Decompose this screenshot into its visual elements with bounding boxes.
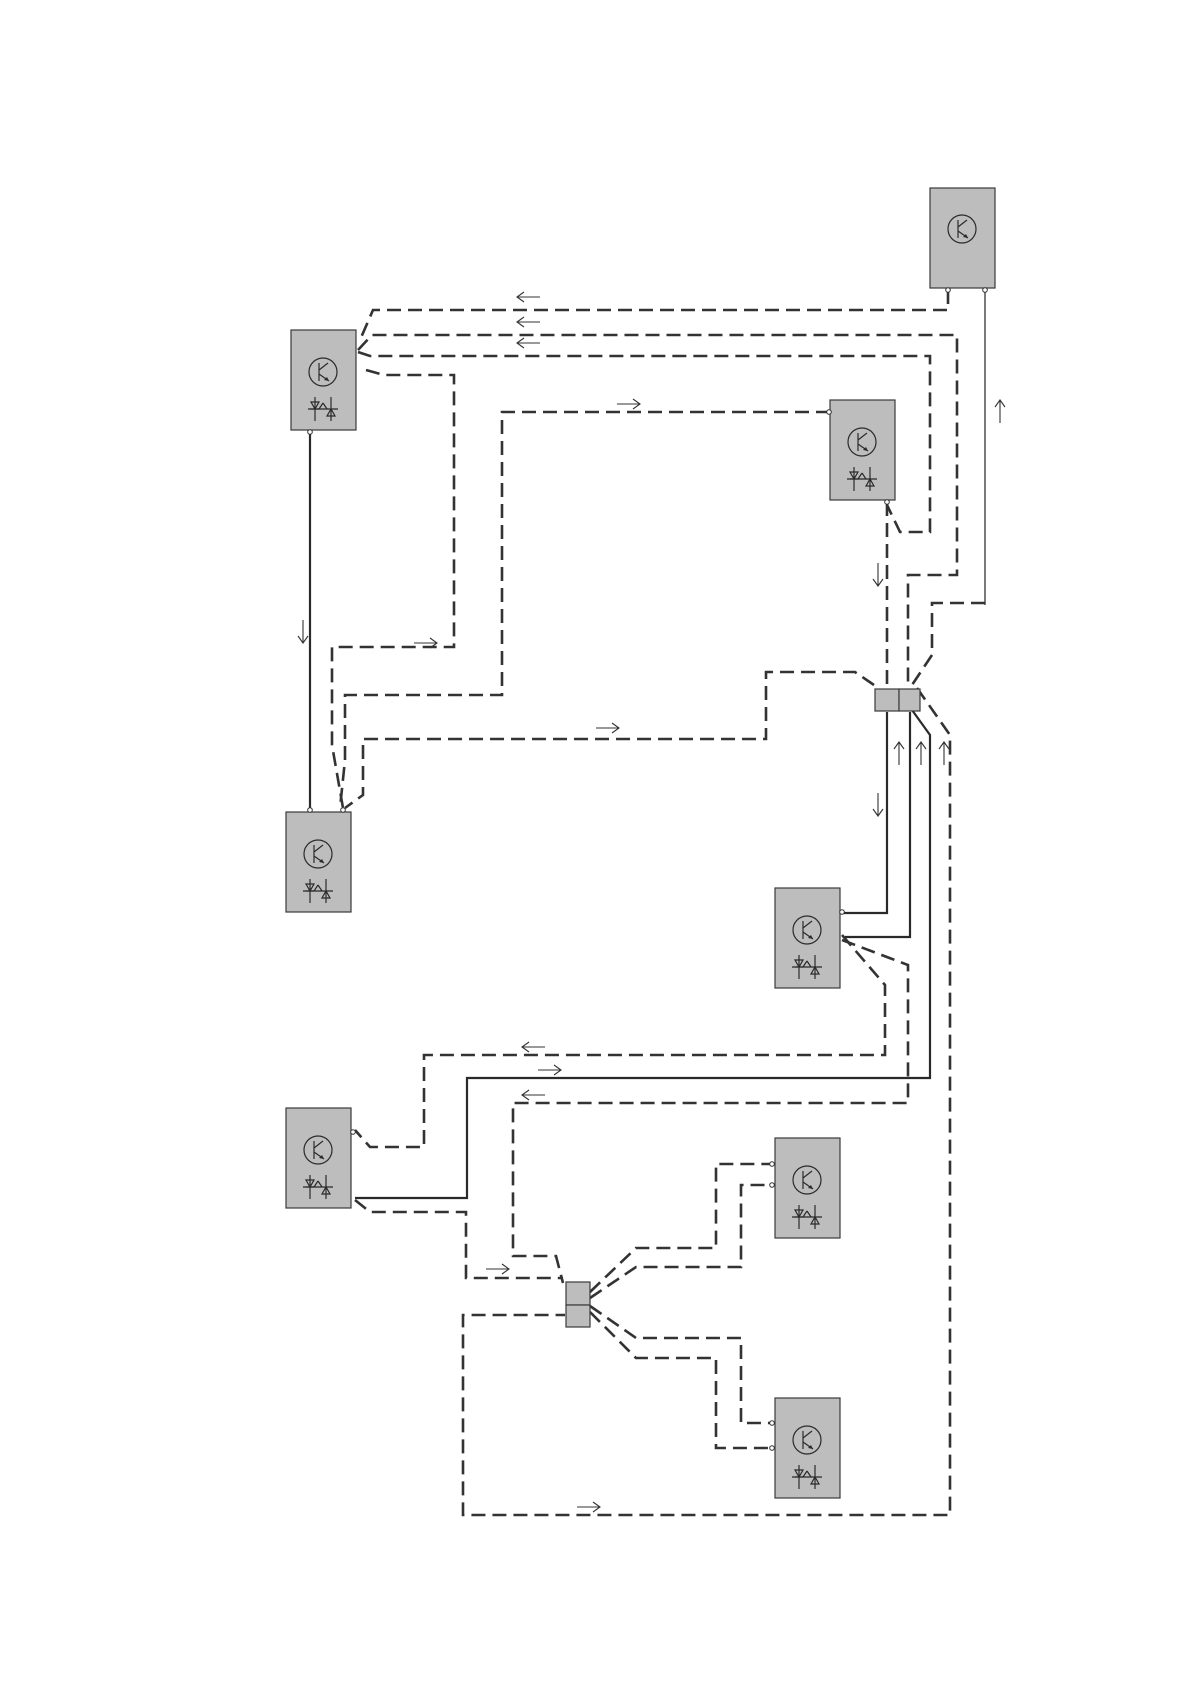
left-arrow-icon (522, 1090, 545, 1100)
down-arrow-icon (873, 563, 883, 586)
right-arrow-icon (486, 1264, 509, 1274)
unit-lower-right-a (770, 1138, 840, 1238)
unit-lower-right-b (770, 1398, 840, 1498)
right-arrow-icon (538, 1065, 561, 1075)
up-arrow-icon (995, 400, 1005, 423)
unit-mid-left (286, 808, 351, 912)
junction-lower (566, 1282, 590, 1327)
left-arrow-icon (517, 338, 540, 348)
unit-lower-left (286, 1108, 355, 1208)
unit-top-left (291, 330, 356, 434)
unit-center-right (775, 888, 844, 988)
left-arrow-icon (517, 317, 540, 327)
left-arrow-icon (522, 1042, 545, 1052)
left-arrow-icon (517, 292, 540, 302)
flow-arrows (298, 292, 1005, 1512)
right-arrow-icon (617, 399, 640, 409)
up-arrow-icon (916, 742, 926, 765)
down-arrow-icon (298, 620, 308, 643)
right-arrow-icon (577, 1502, 600, 1512)
solid-lines (310, 430, 930, 1198)
unit-upper-right (827, 400, 895, 504)
down-arrow-icon (873, 793, 883, 816)
up-arrow-icon (939, 742, 949, 765)
junction-upper (875, 689, 920, 711)
unit-top-right (930, 188, 995, 292)
right-arrow-icon (596, 723, 619, 733)
up-arrow-icon (894, 742, 904, 765)
